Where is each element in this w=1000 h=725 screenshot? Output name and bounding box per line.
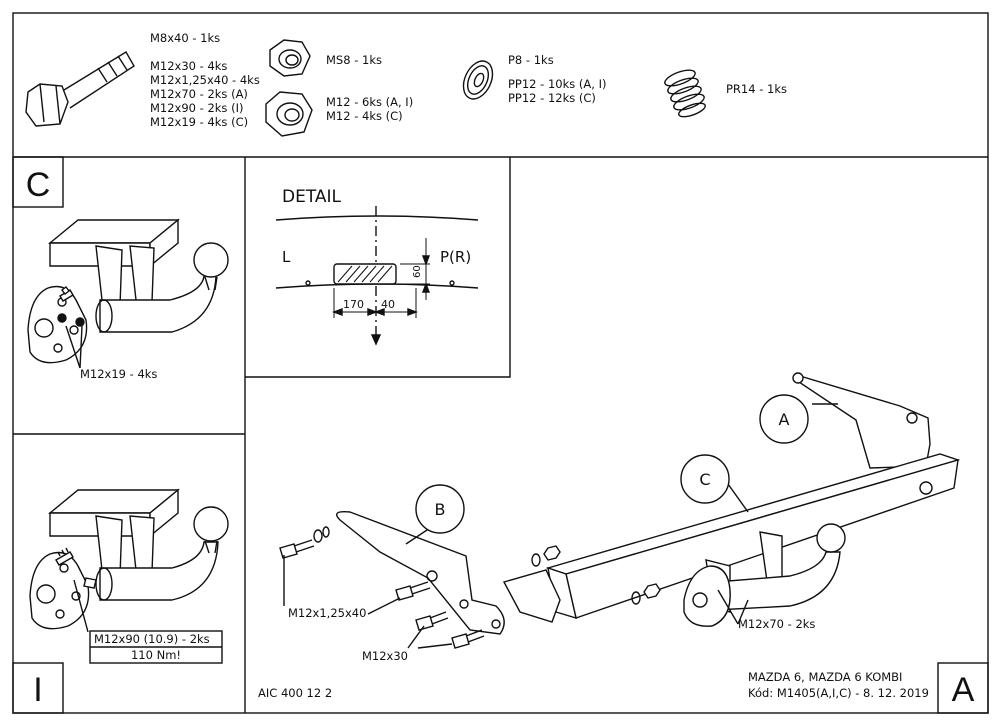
panel-i-bolt-label: M12x90 (10.9) - 2ks	[94, 632, 210, 646]
panel-c-bolt-label: M12x19 - 4ks	[80, 367, 157, 381]
part-label-pp12-c: PP12 - 12ks (C)	[508, 91, 596, 105]
panel-c-drawing	[27, 218, 229, 369]
nut-small-icon	[269, 39, 311, 77]
footer-model: MAZDA 6, MAZDA 6 KOMBI	[748, 670, 902, 684]
part-label-m12x70: M12x70 - 2ks (A)	[150, 87, 248, 101]
panel-letter-c: C	[26, 166, 51, 204]
letter-box-a	[937, 662, 989, 714]
panel-i-torque: 110 Nm!	[131, 648, 181, 662]
panel-i-drawing	[29, 488, 229, 633]
part-label-m12-ai: M12 - 6ks (A, I)	[326, 95, 413, 109]
spring-washer-icon	[664, 69, 706, 118]
callout-circle-b	[415, 484, 465, 534]
panel-letter-a: A	[952, 671, 975, 709]
part-label-m12x19: M12x19 - 4ks (C)	[150, 115, 248, 129]
part-label-m12x90: M12x90 - 2ks (I)	[150, 101, 243, 115]
part-label-m12x30: M12x30 - 4ks	[150, 59, 227, 73]
part-label-pp12-ai: PP12 - 10ks (A, I)	[508, 77, 606, 91]
label-m12x70: M12x70 - 2ks	[738, 617, 815, 631]
detail-dim-b: 40	[381, 298, 395, 311]
letter-box-c	[12, 156, 64, 208]
main-assembly-drawing	[279, 372, 961, 649]
detail-right-label: P(R)	[440, 248, 471, 266]
detail-left-label: L	[282, 248, 291, 266]
footer-code: AIC 400 12 2	[258, 686, 332, 700]
part-label-ms8: MS8 - 1ks	[326, 53, 382, 67]
letter-box-i	[12, 662, 64, 714]
callout-b: B	[435, 500, 446, 519]
footer-kod: Kód: M1405(A,I,C) - 8. 12. 2019	[748, 686, 929, 700]
label-m12x30: M12x30	[362, 649, 408, 663]
drawing-frame	[12, 12, 989, 714]
callout-c: C	[699, 470, 710, 489]
washer-icon	[462, 60, 494, 100]
part-label-m12-c: M12 - 4ks (C)	[326, 109, 403, 123]
bolt-icon	[25, 51, 135, 127]
detail-dim-height: 60	[412, 265, 423, 278]
callout-a: A	[779, 410, 790, 429]
nut-large-icon	[265, 91, 313, 137]
part-label-pr14: PR14 - 1ks	[726, 82, 787, 96]
callout-circle-a	[759, 394, 809, 444]
panel-letter-i: I	[33, 671, 42, 709]
detail-panel-border	[245, 157, 511, 378]
detail-title: DETAIL	[282, 187, 342, 207]
detail-dim-a: 170	[343, 298, 364, 311]
part-label-p8: P8 - 1ks	[508, 53, 554, 67]
part-label-m12x125x40: M12x1,25x40 - 4ks	[150, 73, 260, 87]
label-m12x125x40: M12x1,25x40	[288, 606, 366, 620]
part-label-m8x40: M8x40 - 1ks	[150, 31, 220, 45]
callout-circle-c	[680, 454, 730, 504]
detail-drawing	[275, 206, 479, 346]
